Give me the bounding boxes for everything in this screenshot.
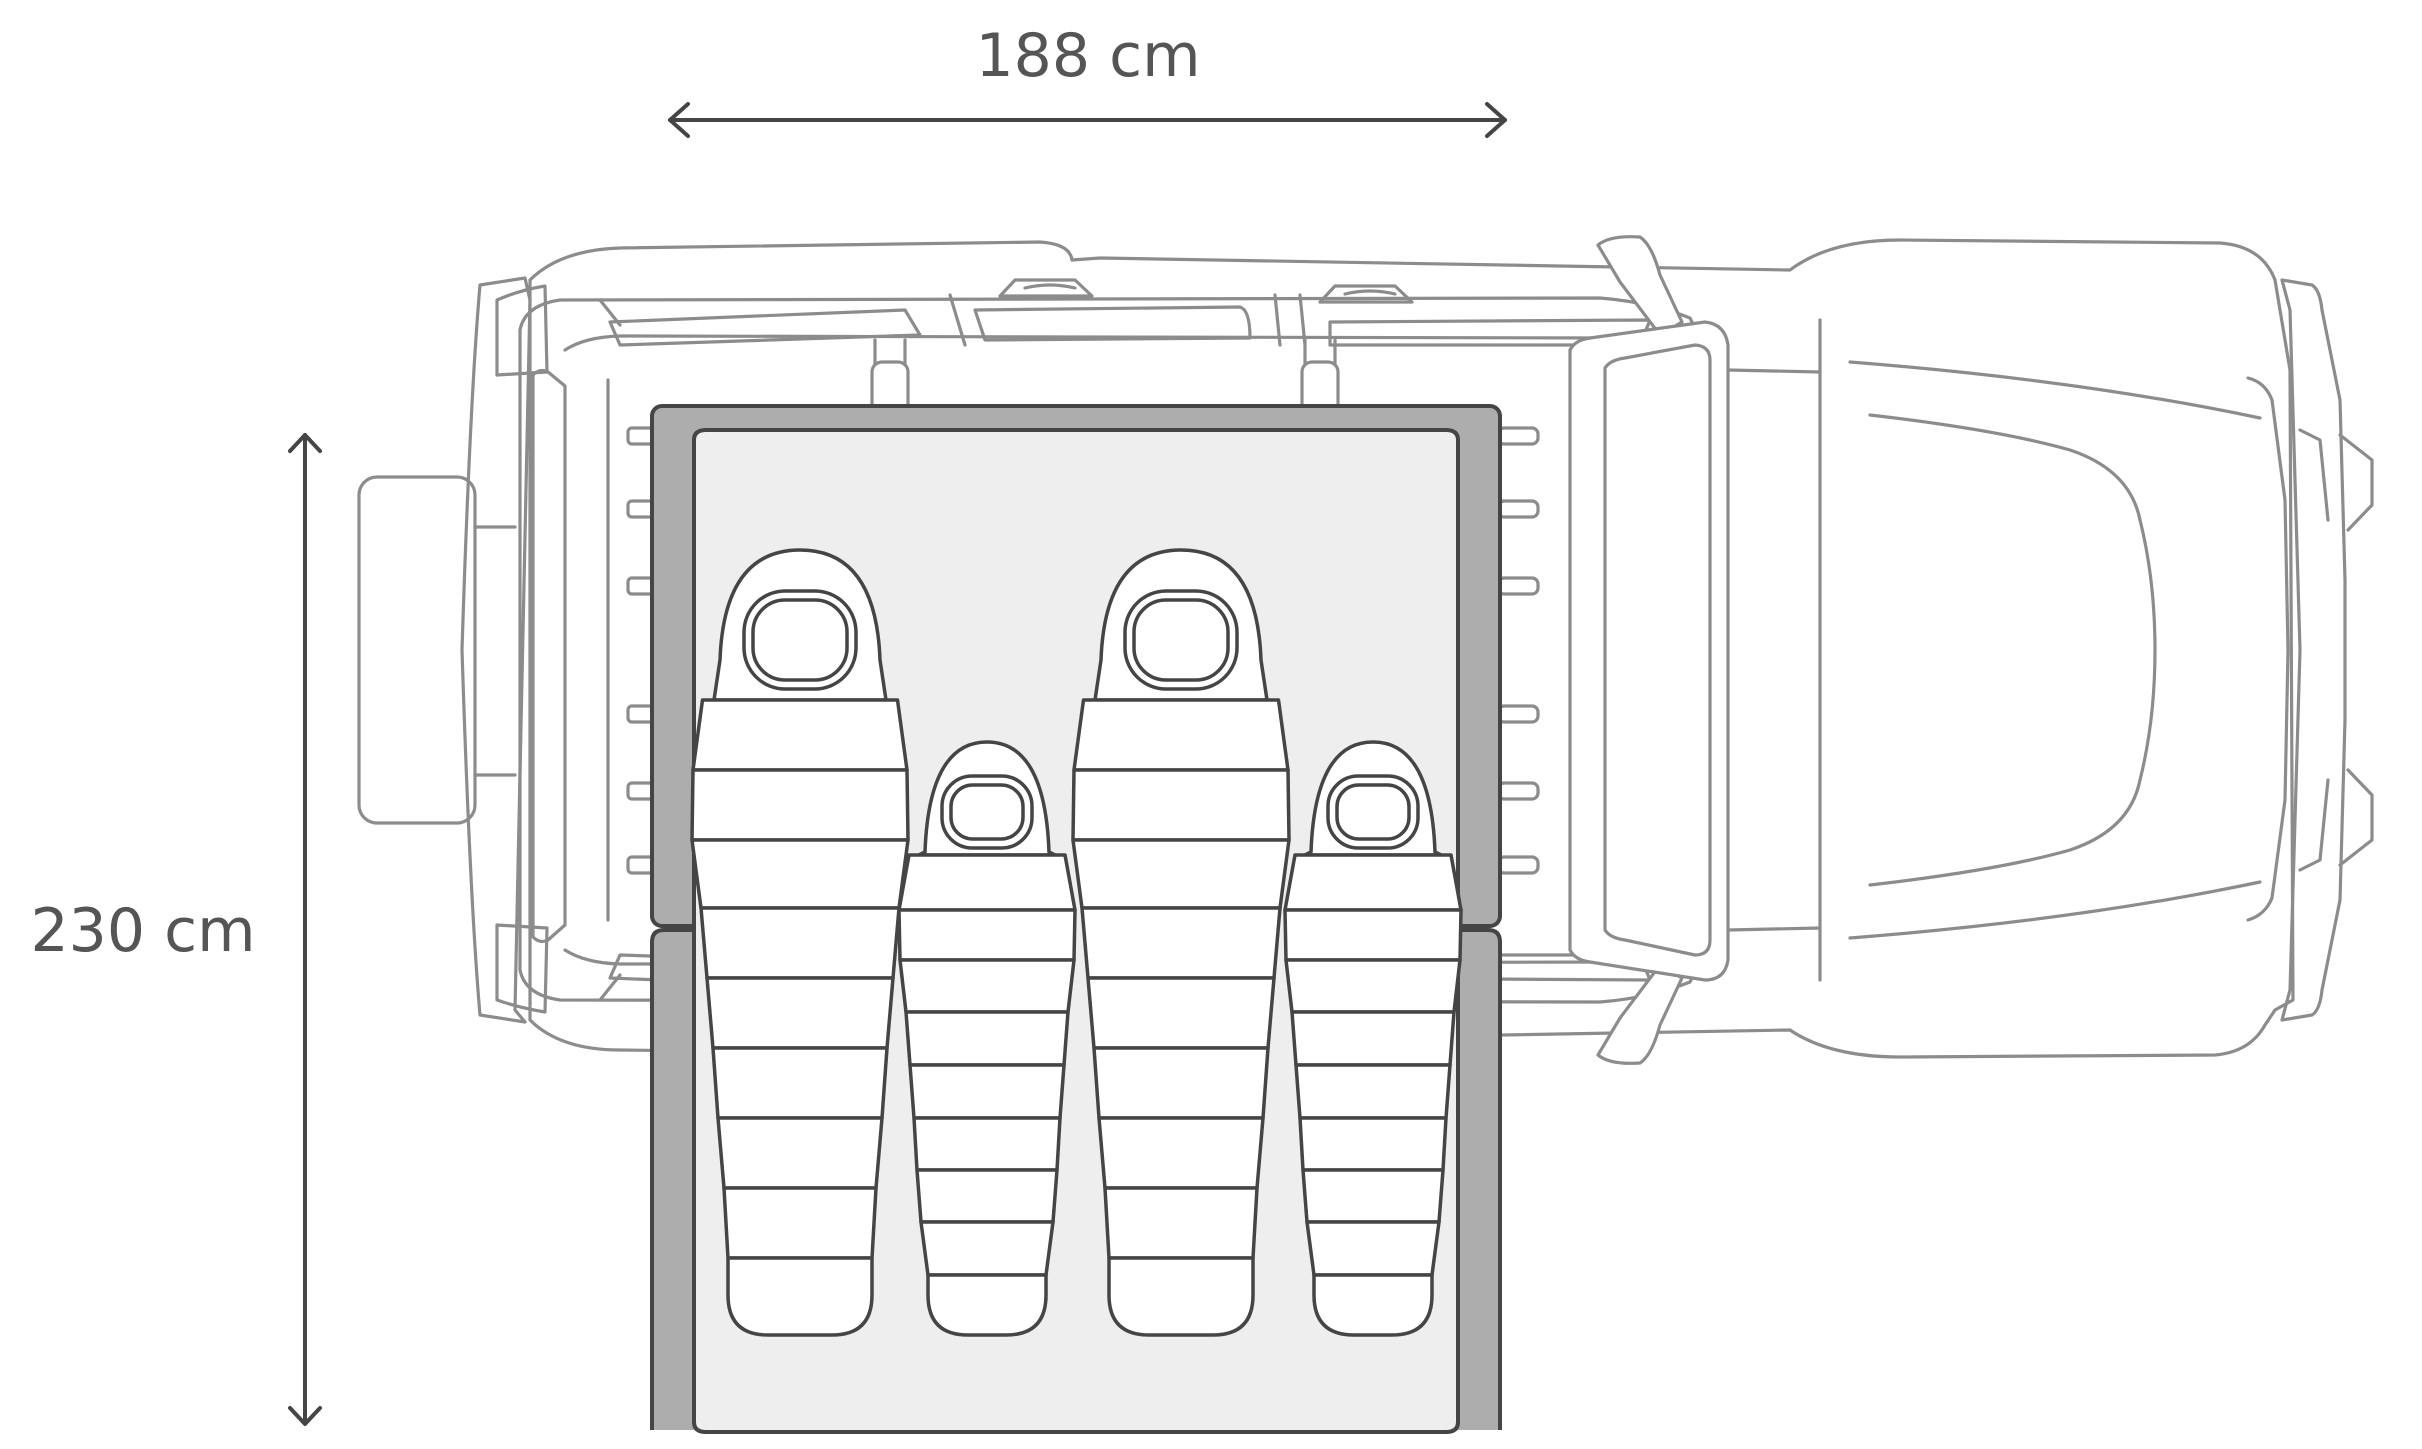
door-handle-rear-top (998, 278, 1094, 298)
tail-light-top (495, 284, 549, 377)
sleeping-bag-segment (1290, 1010, 1456, 1067)
sleeping-bag-segment (711, 1046, 889, 1120)
sleeping-bag-segment (1080, 906, 1282, 980)
sleeping-bag-adult (690, 548, 910, 1337)
front-bumper (2280, 278, 2347, 1022)
sleeping-bag-segment (1086, 976, 1276, 1050)
sleeping-bag-segment (716, 1116, 884, 1190)
length-arrow-top (288, 433, 322, 453)
width-dimension-label: 188 cm (975, 21, 1200, 91)
door-handle-front-top (1318, 284, 1414, 304)
width-arrow-left (668, 102, 690, 138)
length-dimension-label: 230 cm (30, 896, 255, 966)
sleeping-bag-segment (1305, 1220, 1441, 1277)
sleeping-bag-face-inner (1132, 598, 1230, 682)
sleeping-bag-segment (919, 1220, 1055, 1277)
cowl-lines (1726, 368, 1822, 932)
sleeping-bag-face-inner (1335, 783, 1411, 841)
hood-edge-bottom (1848, 880, 2262, 940)
rack-hook (1496, 855, 1540, 875)
rear-window-top (608, 308, 922, 347)
sleeping-bag-segment (908, 1063, 1066, 1120)
front-hook-top (2338, 433, 2374, 532)
length-arrow-bottom (288, 1406, 322, 1426)
rack-hook (1496, 704, 1540, 724)
sleeping-bag-segment (1071, 768, 1291, 842)
rear-windshield (531, 368, 567, 944)
sleeping-bag-segment (926, 1273, 1048, 1337)
sleeping-bag-child (1283, 740, 1463, 1337)
rear-bumper (460, 276, 532, 1024)
sleeping-bag-segment (1283, 853, 1463, 912)
rack-hook (1496, 576, 1540, 596)
spare-wheel-mount (473, 525, 517, 777)
sleeping-bag-segment (904, 1010, 1070, 1067)
width-arrow-right (1485, 102, 1507, 138)
vehicle-top-view (357, 235, 2374, 1065)
front-wing-inner (2246, 376, 2290, 922)
sleeping-bag-segment (1092, 1046, 1270, 1120)
sleeping-bag-segment (699, 906, 901, 980)
side-window-top (973, 305, 1252, 342)
sleeping-bag-segment (1312, 1273, 1434, 1337)
sleeping-bag-segment (1298, 1116, 1448, 1172)
side-mirror-bottom (1596, 963, 1684, 1065)
sleeping-bag-segment (915, 1168, 1059, 1224)
sleeping-bag-segment (690, 838, 910, 910)
sleeping-bag-segment (1301, 1168, 1445, 1224)
front-grille-edges (2298, 428, 2330, 872)
sleeping-bag-segment (726, 1256, 874, 1337)
rack-hook (1496, 781, 1540, 801)
spare-wheel (357, 475, 477, 825)
door-pillars-top (948, 293, 1307, 347)
sleeping-bag-segment (1283, 908, 1463, 962)
width-dimension: 188 cm (668, 21, 1507, 138)
sleeping-bag-child (897, 740, 1077, 1337)
tail-light-bottom (495, 923, 549, 1014)
sleeping-bag-segment (898, 958, 1076, 1014)
sleeping-bag-adult (1071, 548, 1291, 1337)
hood-edge-top (1848, 360, 2262, 420)
sleeping-bag-segment (722, 1186, 878, 1260)
sleeping-bag-segment (705, 976, 895, 1050)
sleeping-bag-segment (1071, 838, 1291, 910)
sleeping-bag-segment (897, 853, 1077, 912)
front-hook-bottom (2338, 768, 2374, 867)
hood-bulge (1868, 413, 2157, 887)
sleeping-bags (690, 548, 1463, 1337)
sleeping-bag-segment (1294, 1063, 1452, 1120)
sleeping-bag-segment (690, 768, 910, 842)
sleeping-bag-segment (1097, 1116, 1265, 1190)
rack-hook (1496, 499, 1540, 519)
sleeping-bag-segment (1103, 1186, 1259, 1260)
sleeping-bag-segment (1284, 958, 1462, 1014)
sleeping-bag-segment (912, 1116, 1062, 1172)
windshield-glass (1603, 343, 1712, 957)
sleeping-bag-face-inner (949, 783, 1025, 841)
rack-hook (1496, 426, 1540, 446)
length-dimension: 230 cm (30, 433, 322, 1426)
side-mirror-top (1596, 235, 1684, 337)
sleeping-bag-segment (1107, 1256, 1255, 1337)
sleeping-bag-segment (1072, 698, 1290, 772)
sleeping-bag-face-inner (751, 598, 849, 682)
roof-rail-ends (598, 298, 622, 1002)
sleeping-bag-segment (897, 908, 1077, 962)
windshield-frame (1568, 320, 1730, 982)
sleeping-bag-segment (691, 698, 909, 772)
